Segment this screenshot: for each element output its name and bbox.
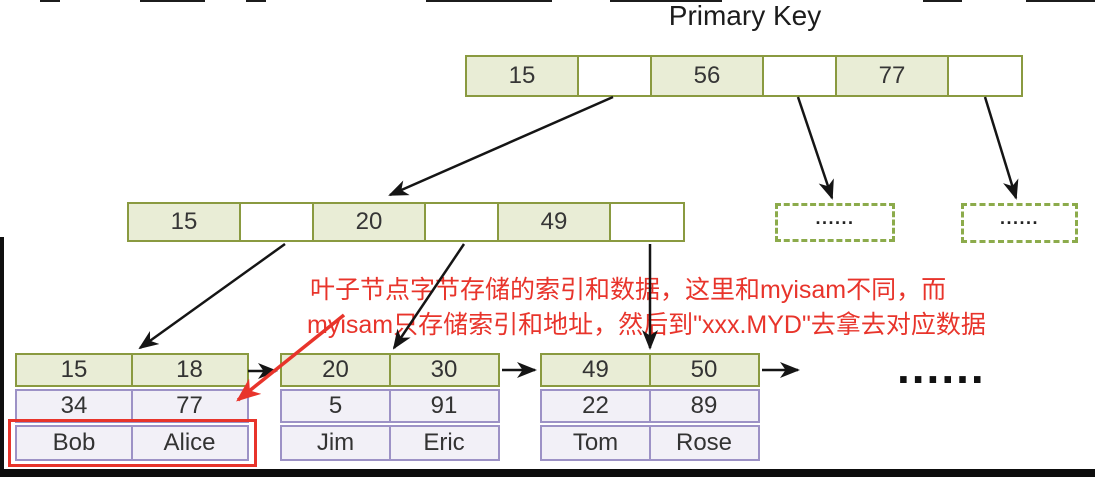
- arrow-root-to-dashed-box-1: [796, 96, 834, 200]
- leaf-cell: 20: [280, 353, 391, 387]
- highlight-rectangle: [8, 419, 257, 467]
- leaf-key-row: 49 50: [540, 353, 760, 387]
- diagram-title: Primary Key: [668, 0, 822, 31]
- internal-key-cell: 20: [312, 202, 426, 242]
- screen-edge-artifact: [1026, 0, 1095, 2]
- internal-key-cell: 15: [127, 202, 241, 242]
- leaf-cell: 50: [648, 353, 760, 387]
- root-pointer-cell: [946, 55, 1023, 97]
- leaf-cell: Rose: [648, 425, 760, 461]
- leaf-cell: 15: [15, 353, 133, 387]
- leaf-cell: Tom: [540, 425, 651, 461]
- internal-key-cell: 49: [497, 202, 611, 242]
- root-pointer-cell: [576, 55, 653, 97]
- leaf-page-3: 49 50 22 89 Tom Rose: [540, 353, 760, 461]
- leaf-cell: Jim: [280, 425, 391, 461]
- leaf-cell: Bob: [15, 425, 133, 461]
- arrow-root-to-dashed-box-2: [983, 96, 1019, 200]
- root-pointer-cell: [761, 55, 838, 97]
- screen-edge-artifact: [0, 237, 4, 469]
- annotation-line-1: 叶子节点字节存储的索引和数据，这里和myisam不同，而: [310, 276, 947, 304]
- leaf-data-row: 5 91: [280, 389, 500, 423]
- leaf-cell: 89: [648, 389, 760, 423]
- leaf-data-row: 34 77: [15, 389, 249, 423]
- leaf-cell: 49: [540, 353, 651, 387]
- screen-edge-artifact: [610, 0, 722, 2]
- screen-edge-artifact: [40, 0, 60, 2]
- internal-pointer-cell: [423, 202, 500, 242]
- screen-edge-artifact: [426, 0, 552, 2]
- root-key-cell: 56: [650, 55, 764, 97]
- internal-pointer-cell: [608, 202, 685, 242]
- leaf-cell: 5: [280, 389, 391, 423]
- leaf-data-row: Jim Eric: [280, 425, 500, 461]
- leaf-data-row: 22 89: [540, 389, 760, 423]
- arrow-internal-to-leaf-1: [138, 242, 286, 350]
- ellipsis-dots: ......: [999, 208, 1039, 228]
- leaf-cell: 91: [388, 389, 500, 423]
- leaf-cell: Eric: [388, 425, 500, 461]
- arrow-root-to-internal: [388, 95, 614, 197]
- leaf-key-row: 20 30: [280, 353, 500, 387]
- leaf-page-2: 20 30 5 91 Jim Eric: [280, 353, 500, 461]
- internal-pointer-cell: [238, 202, 315, 242]
- screen-edge-artifact: [140, 0, 205, 2]
- leaf-cell: 77: [130, 389, 249, 423]
- leaf-cell: 18: [130, 353, 249, 387]
- internal-node: 15 20 49: [127, 202, 685, 242]
- ellipsis-dots: ......: [815, 207, 855, 228]
- annotation-line-2: myisam只存储索引和地址，然后到"xxx.MYD"去拿去对应数据: [307, 311, 986, 339]
- leaf-cell: 34: [15, 389, 133, 423]
- leaf-data-row: Bob Alice: [15, 425, 249, 461]
- screen-edge-artifact: [246, 0, 266, 2]
- more-pages-ellipsis: ......: [897, 341, 986, 393]
- leaf-cell: 22: [540, 389, 651, 423]
- root-key-cell: 77: [835, 55, 949, 97]
- screen-edge-artifact: [0, 469, 1095, 477]
- screen-edge-artifact: [923, 0, 962, 2]
- root-node: 15 56 77: [465, 55, 1023, 97]
- leaf-key-row: 15 18: [15, 353, 249, 387]
- dashed-subtree-box: ......: [775, 203, 895, 242]
- root-key-cell: 15: [465, 55, 579, 97]
- leaf-data-row: Tom Rose: [540, 425, 760, 461]
- leaf-page-1: 15 18 34 77 Bob Alice: [15, 353, 249, 461]
- leaf-cell: Alice: [130, 425, 249, 461]
- leaf-cell: 30: [388, 353, 500, 387]
- dashed-subtree-box: ......: [961, 203, 1078, 243]
